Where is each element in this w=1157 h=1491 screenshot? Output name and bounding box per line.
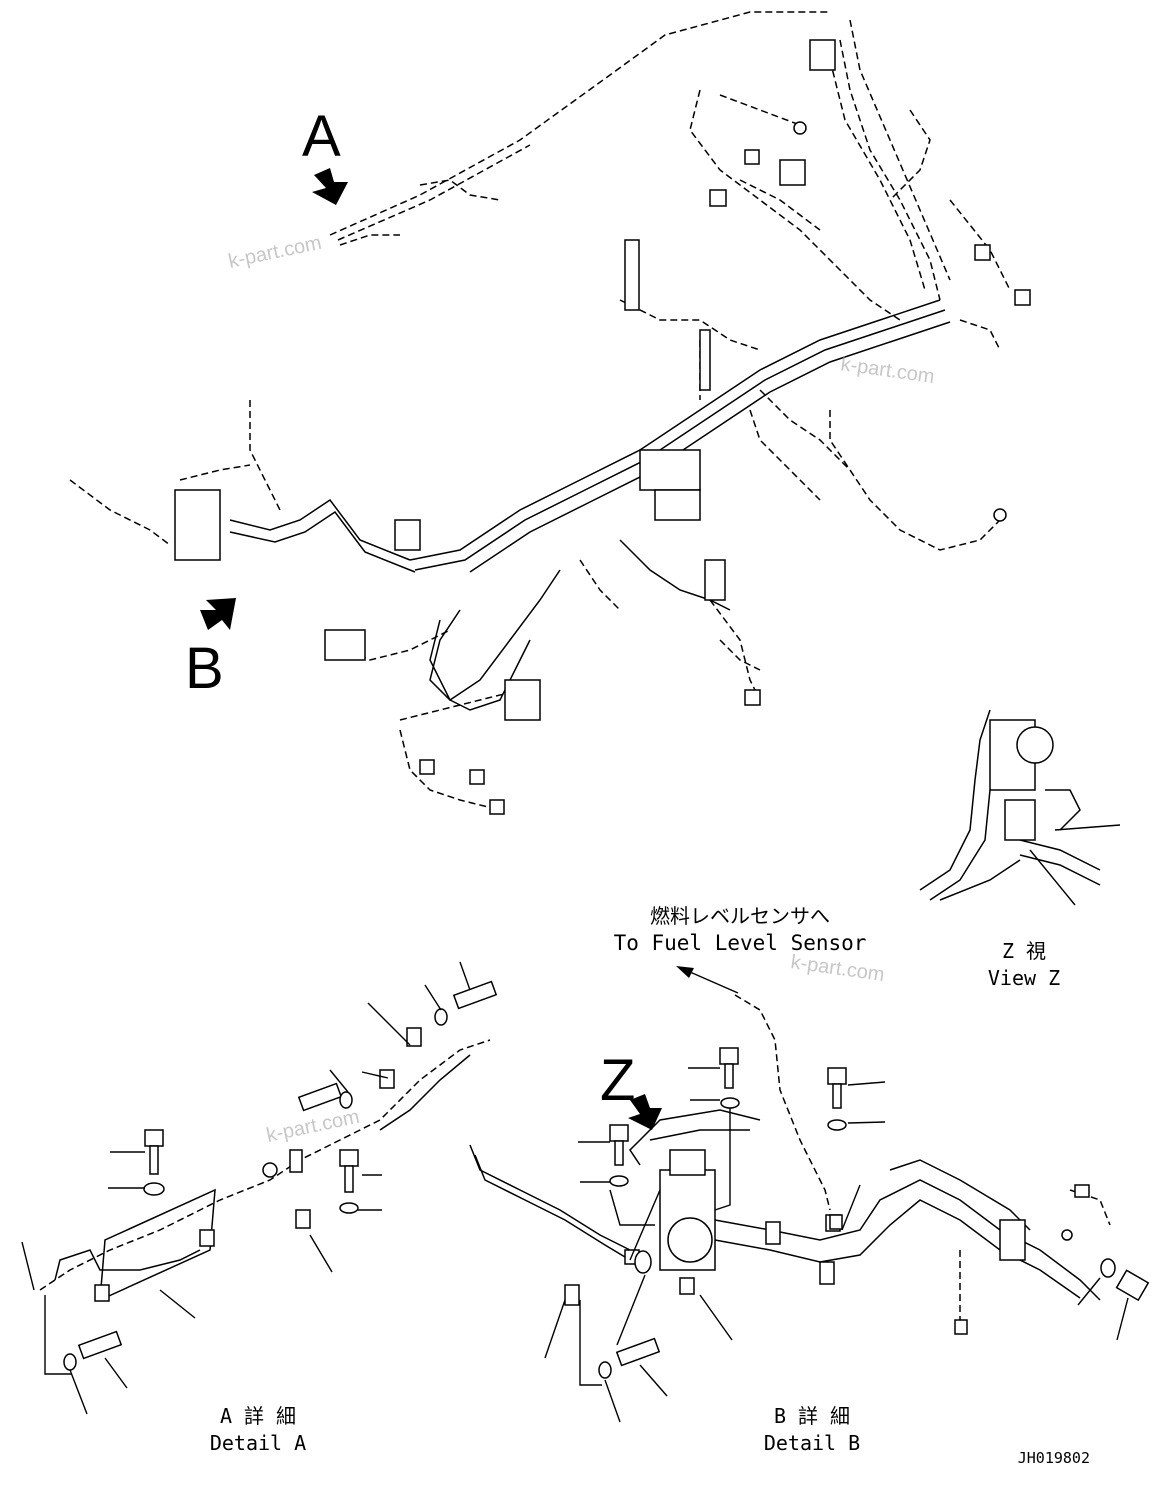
fuel-sensor-arrow-icon bbox=[676, 966, 694, 978]
view-b-arrow-icon bbox=[200, 598, 236, 630]
view-z-en: View Z bbox=[988, 966, 1060, 990]
view-z-arrow-icon bbox=[628, 1094, 662, 1130]
watermark-3: k-part.com bbox=[789, 951, 886, 986]
fuel-sensor-note-jp: 燃料レベルセンサへ bbox=[650, 904, 830, 928]
view-a-marker: A bbox=[302, 104, 348, 205]
view-z-letter: Z bbox=[600, 1048, 635, 1113]
detail-a-drawing bbox=[21, 961, 498, 1415]
watermark-2: k-part.com bbox=[839, 353, 936, 388]
detail-b-en: Detail B bbox=[764, 1431, 860, 1455]
view-b-letter: B bbox=[185, 636, 224, 701]
fuel-sensor-note-en: To Fuel Level Sensor bbox=[614, 931, 867, 955]
detail-b-drawing: Z bbox=[469, 994, 1150, 1423]
detail-b-jp: B 詳 細 bbox=[774, 1404, 850, 1428]
main-harness bbox=[69, 11, 1031, 815]
detail-a-jp: A 詳 細 bbox=[220, 1404, 296, 1428]
detail-a-en: Detail A bbox=[210, 1431, 306, 1455]
watermark-4: k-part.com bbox=[264, 1106, 361, 1147]
view-a-arrow-icon bbox=[312, 168, 348, 205]
view-z-inset bbox=[919, 709, 1121, 906]
view-b-marker: B bbox=[185, 598, 236, 701]
watermark-1: k-part.com bbox=[226, 232, 323, 273]
view-z-jp: Z 視 bbox=[1002, 939, 1046, 963]
drawing-code: JH019802 bbox=[1018, 1449, 1090, 1467]
view-a-letter: A bbox=[302, 104, 341, 169]
